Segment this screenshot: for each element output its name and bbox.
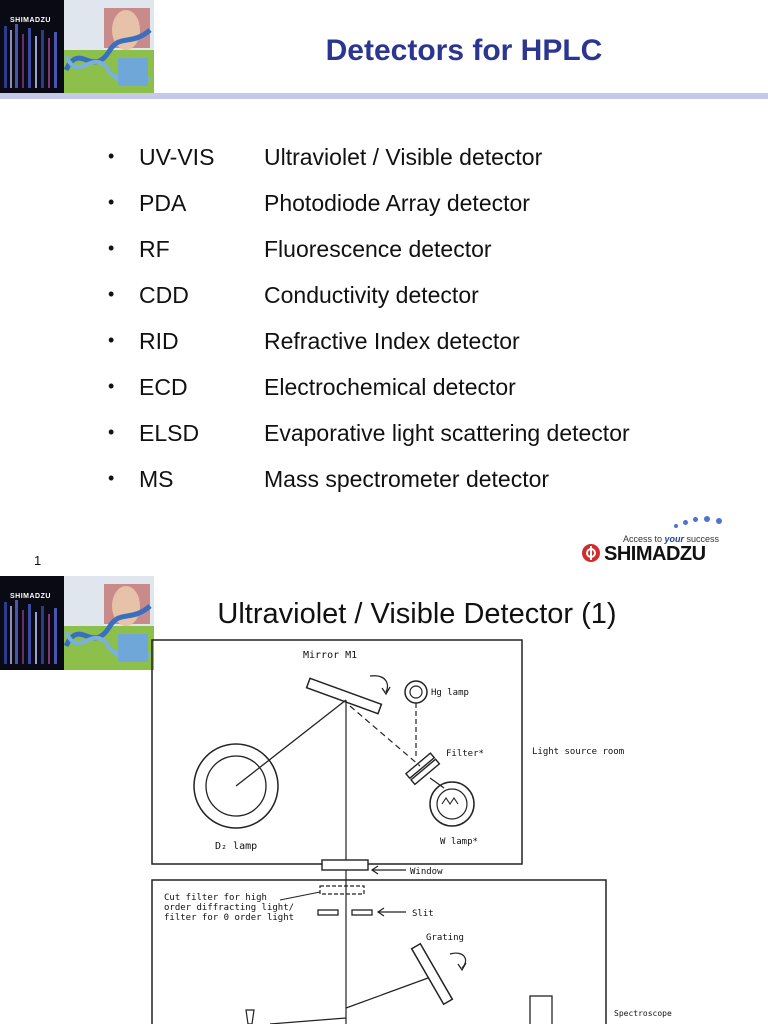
header-logo-text: SHIMADZU bbox=[10, 17, 51, 24]
cut-filter-label-3: filter for 0 order light bbox=[164, 913, 294, 923]
bullet: • bbox=[108, 330, 115, 350]
cut-filter bbox=[319, 885, 365, 895]
window-label: Window bbox=[410, 867, 443, 877]
bullet: • bbox=[108, 238, 115, 258]
light-source-room-label: Light source room bbox=[532, 747, 624, 757]
slit-left bbox=[317, 909, 339, 916]
shimadzu-logo: Access to your success SHIMADZU bbox=[580, 514, 736, 568]
header-banner-image: SHIMADZU bbox=[0, 0, 154, 94]
detector-abbr: RF bbox=[139, 236, 170, 262]
header-banner-image: SHIMADZU bbox=[0, 576, 154, 670]
slide-title: Ultraviolet / Visible Detector (1) bbox=[217, 598, 617, 630]
detector-desc: Ultraviolet / Visible detector bbox=[264, 144, 543, 170]
detector-desc: Conductivity detector bbox=[264, 282, 479, 308]
filter bbox=[404, 752, 441, 786]
w-lamp bbox=[429, 781, 475, 827]
mirror-m2 bbox=[245, 1009, 255, 1024]
spectroscope-label: Spectroscope bbox=[614, 1009, 672, 1018]
mirror-rotation-arrow bbox=[369, 675, 389, 693]
photodiode bbox=[529, 995, 553, 1024]
cut-filter-label-1: Cut filter for high bbox=[164, 893, 267, 903]
detector-desc: Photodiode Array detector bbox=[264, 190, 530, 216]
detector-desc: Electrochemical detector bbox=[264, 374, 516, 400]
d2-lamp-label: D₂ lamp bbox=[215, 841, 257, 852]
bullet: • bbox=[108, 192, 115, 212]
mirror-m1 bbox=[305, 677, 383, 715]
bullet: • bbox=[108, 468, 115, 488]
detector-abbr: MS bbox=[139, 466, 174, 492]
slit-label: Slit bbox=[412, 909, 434, 919]
d2-lamp bbox=[193, 743, 279, 829]
window bbox=[321, 859, 369, 871]
page-number: 1 bbox=[34, 553, 42, 568]
shimadzu-mark-icon bbox=[582, 544, 600, 562]
detector-desc: Fluorescence detector bbox=[264, 236, 492, 262]
mirror-label: Mirror M1 bbox=[303, 650, 357, 661]
uv-vis-detector-diagram: Mirror M1 Hg lamp Filter* W lamp* D₂ lam… bbox=[151, 639, 672, 1024]
slide-title: Detectors for HPLC bbox=[325, 34, 603, 67]
grating-label: Grating bbox=[426, 933, 464, 943]
bullet: • bbox=[108, 284, 115, 304]
detector-abbr: CDD bbox=[139, 282, 189, 308]
detector-desc: Mass spectrometer detector bbox=[264, 466, 550, 492]
detector-desc: Refractive Index detector bbox=[264, 328, 520, 354]
slide-2: SHIMADZU Ultraviolet / Visible Detector … bbox=[0, 576, 768, 1024]
spectroscope-box bbox=[151, 879, 607, 1024]
detector-desc: Evaporative light scattering detector bbox=[264, 420, 630, 446]
cut-filter-label-2: order diffracting light/ bbox=[164, 903, 294, 913]
grating bbox=[410, 942, 454, 1006]
slit-right bbox=[351, 909, 373, 916]
slide-1: SHIMADZU Detectors for HPLC • UV-VIS Ultra… bbox=[0, 0, 768, 568]
hg-lamp bbox=[404, 680, 428, 704]
detector-abbr: PDA bbox=[139, 190, 187, 216]
bullet: • bbox=[108, 422, 115, 442]
logo-brand: SHIMADZU bbox=[604, 543, 706, 565]
bullet: • bbox=[108, 376, 115, 396]
hg-lamp-label: Hg lamp bbox=[431, 688, 469, 698]
detector-abbr: RID bbox=[139, 328, 179, 354]
w-lamp-label: W lamp* bbox=[440, 837, 478, 847]
bullet: • bbox=[108, 146, 115, 166]
detector-abbr: ECD bbox=[139, 374, 188, 400]
detector-abbr: ELSD bbox=[139, 420, 200, 446]
filter-label: Filter* bbox=[446, 749, 484, 759]
detector-abbr: UV-VIS bbox=[139, 144, 215, 170]
title-rule bbox=[0, 93, 768, 99]
logo-tagline: Access to your success bbox=[623, 534, 720, 544]
header-logo-text: SHIMADZU bbox=[10, 593, 51, 600]
